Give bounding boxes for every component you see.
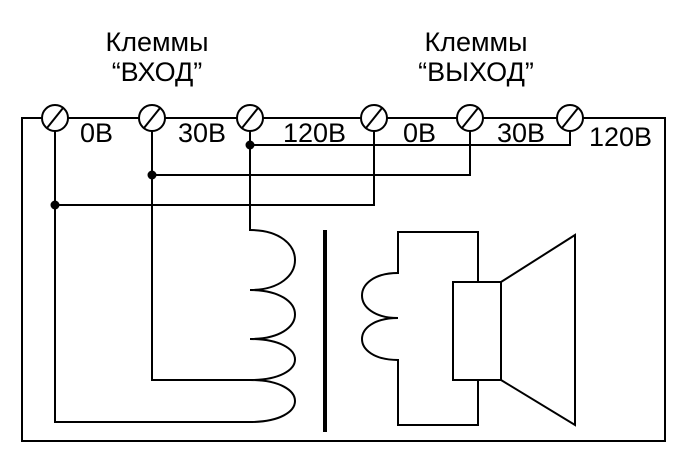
junction-dot-0v	[50, 200, 60, 210]
input-header-line2: “ВХОД”	[111, 57, 203, 87]
junction-dot-120v	[245, 140, 255, 150]
output-header-line1: Клеммы	[424, 27, 528, 57]
input-terminal-label-120v: 120В	[283, 118, 347, 148]
wire-secondary-bottom	[397, 359, 479, 426]
junction-dot-30v	[147, 170, 157, 180]
input-terminal-120v-icon	[236, 104, 264, 132]
output-terminal-120v-icon	[556, 104, 584, 132]
output-header-line2: “ВЫХОД”	[418, 57, 534, 87]
secondary-circuit	[361, 231, 479, 426]
primary-wiring	[54, 117, 296, 424]
primary-coil	[248, 228, 296, 424]
wire-input-30v	[151, 117, 251, 381]
link-30v	[151, 117, 471, 176]
wire-input-0v	[54, 117, 251, 423]
speaker-cone	[499, 233, 576, 427]
enclosure-outline	[21, 117, 666, 442]
output-terminal-label-120v: 120В	[589, 122, 653, 152]
input-terminal-label-30v: 30В	[178, 118, 227, 148]
input-terminal-label-0v: 0В	[80, 118, 114, 148]
output-terminal-30v-icon	[456, 104, 484, 132]
output-terminal-0v-icon	[360, 104, 388, 132]
wire-secondary-top	[397, 231, 479, 283]
loudspeaker-icon	[452, 233, 576, 427]
input-header-line1: Клеммы	[105, 27, 209, 57]
link-0v	[54, 117, 375, 206]
output-terminal-label-0v: 0В	[403, 118, 437, 148]
input-terminal-30v-icon	[138, 104, 166, 132]
speaker-magnet	[452, 281, 502, 381]
output-terminal-label-30v: 30В	[497, 118, 546, 148]
input-terminal-0v-icon	[41, 104, 69, 132]
secondary-coil	[361, 271, 400, 362]
